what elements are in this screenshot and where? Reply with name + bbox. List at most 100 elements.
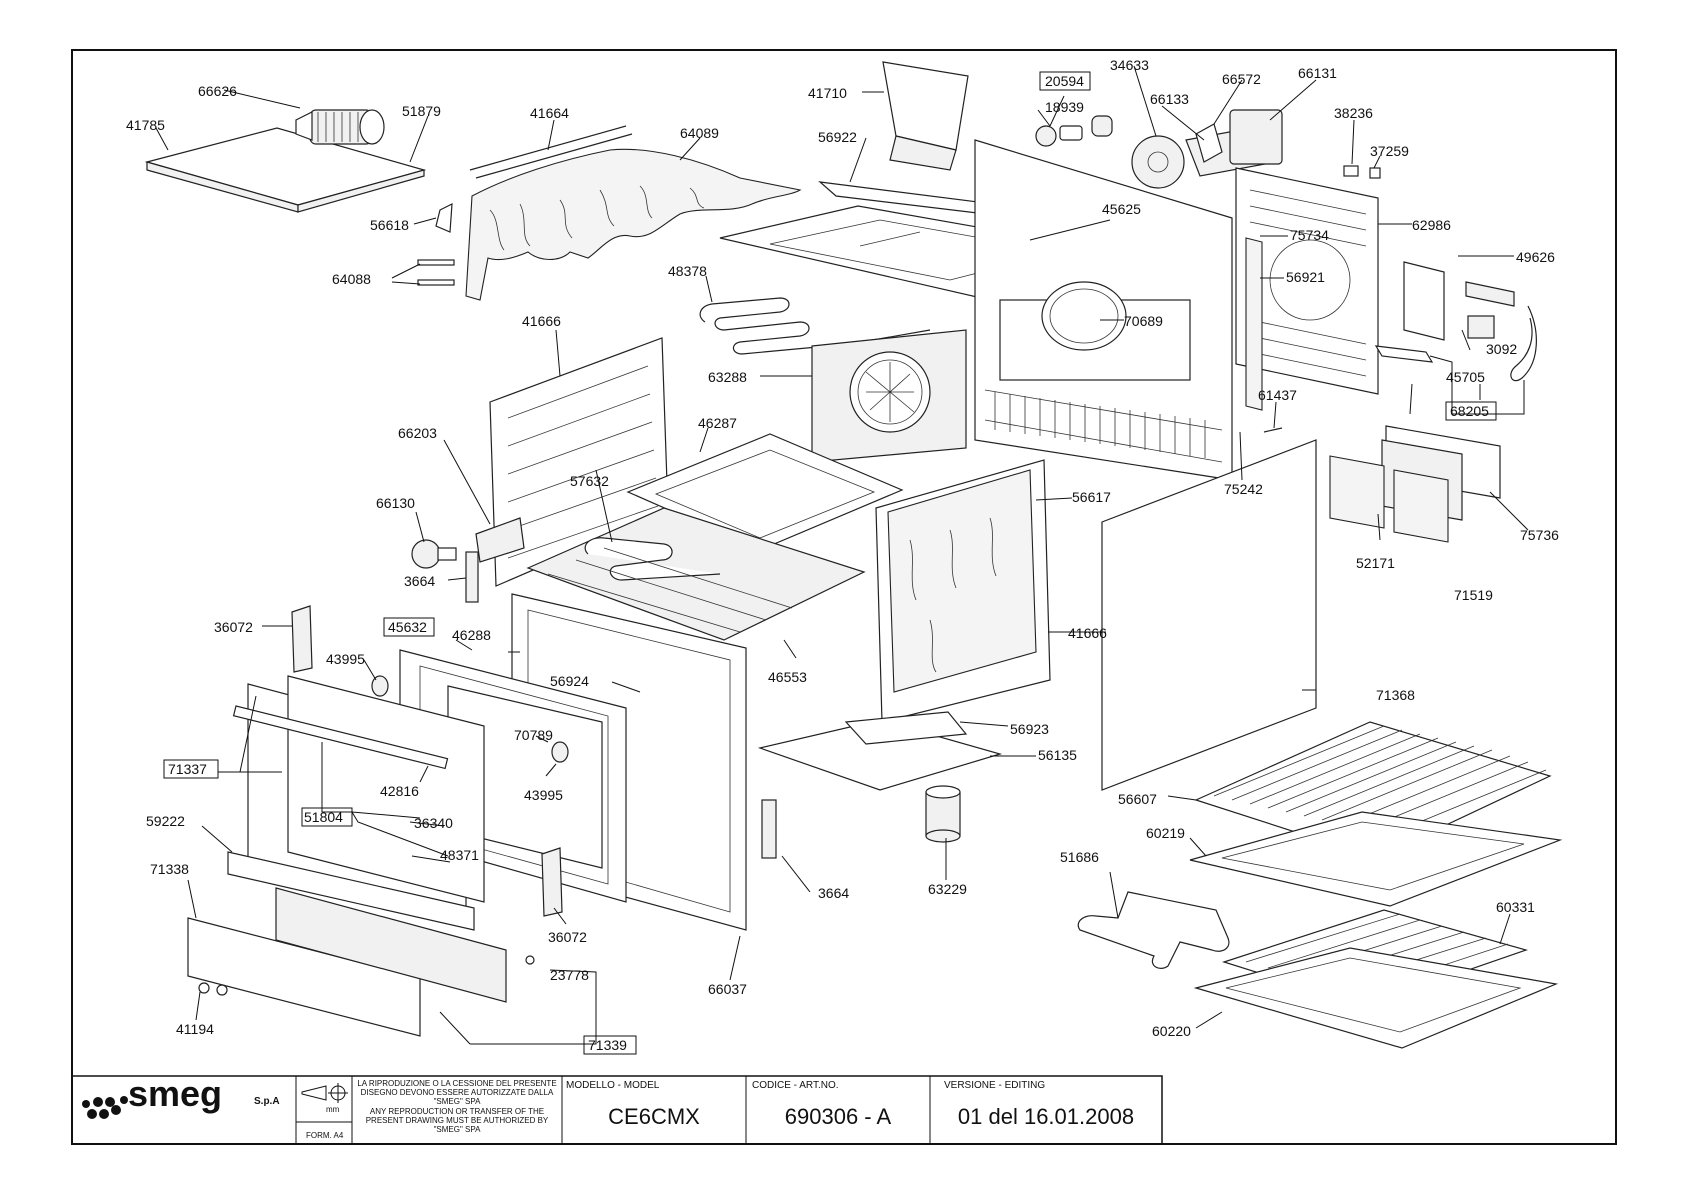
callout-46288: 46288	[452, 627, 491, 643]
cooling-fan	[295, 109, 385, 145]
callout-18939: 18939	[1045, 99, 1084, 115]
screw-23778	[525, 955, 535, 965]
model-label: MODELLO - MODEL	[566, 1080, 660, 1091]
bracket-56618	[435, 202, 453, 233]
callout-52171: 52171	[1356, 555, 1395, 571]
door-handle-42816	[232, 705, 449, 770]
callout-51804: 51804	[304, 809, 343, 825]
callout-48378: 48378	[668, 263, 707, 279]
side-panel-71368	[1101, 439, 1317, 791]
callout-41785: 41785	[126, 117, 165, 133]
foot-63229	[925, 785, 961, 843]
callout-59222: 59222	[146, 813, 185, 829]
callout-3092: 3092	[1486, 341, 1517, 357]
top-cover-plate-side	[297, 169, 425, 213]
fan-motor-34633	[1131, 135, 1185, 189]
company-suffix: S.p.A	[254, 1096, 280, 1107]
callout-36340: 36340	[414, 815, 453, 831]
hinge-3664-left	[465, 551, 479, 603]
callout-70789: 70789	[514, 727, 553, 743]
projection-symbol-icon: mm	[301, 1083, 348, 1114]
base-frame-56923	[844, 711, 968, 745]
callout-36072-bottom: 36072	[548, 929, 587, 945]
callout-41664: 41664	[530, 105, 569, 121]
bottom-element-57632	[584, 537, 721, 581]
version-value: 01 del 16.01.2008	[958, 1104, 1134, 1129]
format-label: FORM. A4	[306, 1131, 344, 1140]
screw-61437	[1263, 427, 1283, 433]
terminal-board-49626	[1465, 281, 1515, 307]
callout-45625: 45625	[1102, 201, 1141, 217]
switch-66203	[475, 517, 525, 563]
connector-45705	[1467, 315, 1495, 339]
bushing-43995-a	[371, 675, 389, 697]
callout-43995-bottom: 43995	[524, 787, 563, 803]
callout-66133: 66133	[1150, 91, 1189, 107]
door-channel-71339	[275, 887, 507, 1003]
clip-37259	[1369, 167, 1381, 179]
callout-56607: 56607	[1118, 791, 1157, 807]
unit-label: mm	[326, 1105, 340, 1114]
hinge-bracket-36072-top	[291, 605, 313, 673]
callout-41666-right: 41666	[1068, 625, 1107, 641]
callout-75736: 75736	[1520, 527, 1559, 543]
circular-element-70689	[1041, 281, 1127, 351]
callout-60219: 60219	[1146, 825, 1185, 841]
rack-guide-51686	[1077, 891, 1230, 969]
callout-60331: 60331	[1496, 899, 1535, 915]
callout-3664-left: 3664	[404, 573, 435, 589]
callout-43995-top: 43995	[326, 651, 365, 667]
callout-51879: 51879	[402, 103, 441, 119]
insulation-strip-56921	[1245, 237, 1263, 411]
callout-37259: 37259	[1370, 143, 1409, 159]
callout-38236: 38236	[1334, 105, 1373, 121]
plate-68205	[1374, 345, 1434, 363]
callout-56617: 56617	[1072, 489, 1111, 505]
callout-46287: 46287	[698, 415, 737, 431]
callout-41710: 41710	[808, 85, 847, 101]
callout-42816: 42816	[380, 783, 419, 799]
clip-64088-b	[417, 279, 455, 286]
clip-38236	[1343, 165, 1359, 177]
callout-64089: 64089	[680, 125, 719, 141]
callout-56135: 56135	[1038, 747, 1077, 763]
callout-45705: 45705	[1446, 369, 1485, 385]
model-value: CE6CMX	[608, 1104, 700, 1129]
insulation-pad-52171-b	[1393, 469, 1449, 543]
callout-66131: 66131	[1298, 65, 1337, 81]
callout-48371: 48371	[440, 847, 479, 863]
mounting-plate-45705	[1403, 261, 1445, 341]
callout-56924: 56924	[550, 673, 589, 689]
code-value: 690306 - A	[785, 1104, 892, 1129]
callout-71338: 71338	[150, 861, 189, 877]
callout-56618: 56618	[370, 217, 409, 233]
callout-70689: 70689	[1124, 313, 1163, 329]
callout-66203: 66203	[398, 425, 437, 441]
callout-63288: 63288	[708, 369, 747, 385]
brand-wordmark: smeg	[128, 1073, 222, 1114]
callout-57632: 57632	[570, 473, 609, 489]
callout-71339: 71339	[588, 1037, 627, 1053]
callout-62986: 62986	[1412, 217, 1451, 233]
notice-line-2: DISEGNO DEVONO ESSERE AUTORIZZATE DALLA	[361, 1088, 554, 1097]
callout-71519: 71519	[1454, 587, 1493, 603]
side-insulation-56617	[887, 469, 1037, 693]
callout-46553: 46553	[768, 669, 807, 685]
notice-line-5: PRESENT DRAWING MUST BE AUTHORIZED BY	[366, 1116, 549, 1125]
callout-75734: 75734	[1290, 227, 1329, 243]
callout-34633: 34633	[1110, 57, 1149, 73]
callout-66037: 66037	[708, 981, 747, 997]
insulation-pad-52171-a	[1329, 455, 1385, 529]
callout-41194: 41194	[176, 1021, 214, 1037]
code-label: CODICE - ART.NO.	[752, 1080, 839, 1091]
baking-tray-60220	[1193, 947, 1559, 1049]
insulation-top-64089	[465, 148, 802, 301]
callout-20594: 20594	[1045, 73, 1084, 89]
cable-3092	[1510, 305, 1537, 382]
callout-66130: 66130	[376, 495, 415, 511]
door-strip-59222	[227, 851, 475, 931]
part-number-callouts: 66626 41785 51879 41664 64089 56618 6408…	[126, 57, 1559, 1053]
notice-line-1: LA RIPRODUZIONE O LA CESSIONE DEL PRESEN…	[357, 1079, 556, 1088]
callout-71368: 71368	[1376, 687, 1415, 703]
